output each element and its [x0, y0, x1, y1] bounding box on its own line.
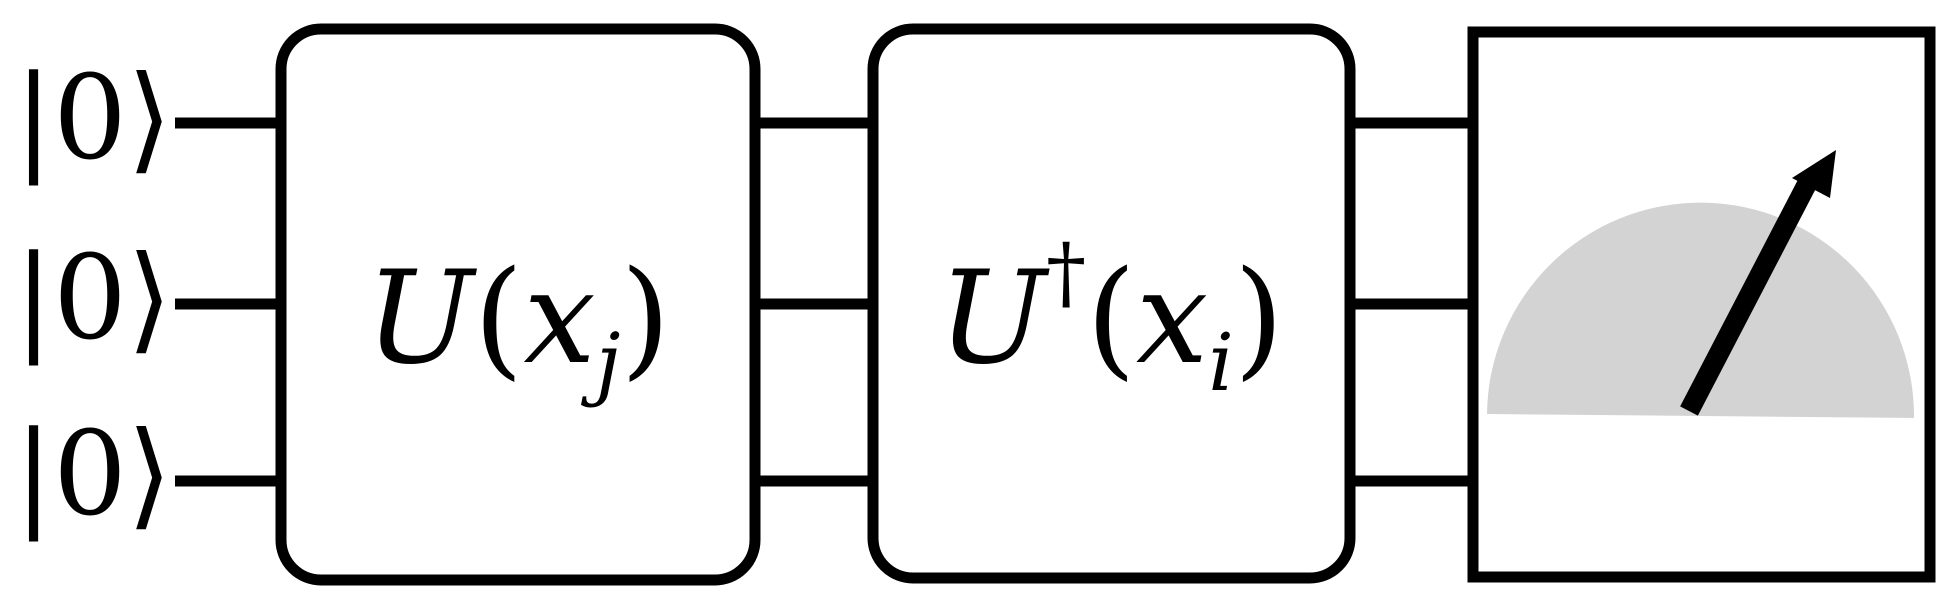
ket-input-q2: |0⟩ [14, 407, 172, 542]
meter-arrowhead [1792, 150, 1836, 198]
gate-udagger-sup: † [1046, 226, 1086, 319]
ket-input-q1: |0⟩ [14, 231, 172, 366]
gate-u-op: U [366, 244, 478, 393]
gate-udagger-op: U [938, 244, 1050, 393]
gate-u-box [275, 23, 761, 586]
ket-input-q0: |0⟩ [14, 51, 172, 186]
meter-icon [1487, 150, 1915, 418]
gate-u-open-paren: ( [474, 244, 524, 393]
gate-udagger-sub: i [1208, 316, 1234, 409]
gate-u-var: x [523, 244, 595, 393]
gate-u-label: U(xj) [366, 244, 671, 409]
gate-udagger-box [867, 23, 1356, 584]
gate-udagger-label: U†(xi) [938, 226, 1284, 409]
gate-u-close-paren: ) [620, 244, 670, 393]
meter-dial [1487, 202, 1915, 418]
gate-udagger-close-paren: ) [1234, 244, 1284, 393]
meter-needle [1680, 179, 1816, 416]
gate-udagger-var: x [1136, 244, 1208, 393]
gate-udagger-open-paren: ( [1086, 244, 1136, 393]
